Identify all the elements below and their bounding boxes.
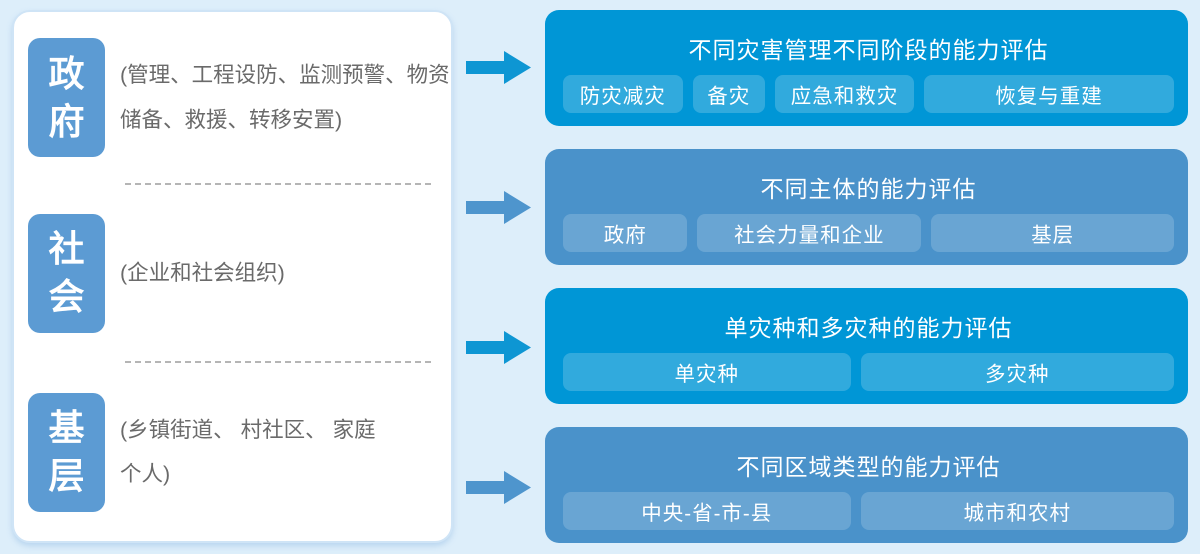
item-central-province-city-county: 中央-省-市-县 <box>563 492 851 530</box>
box-disaster-stage-assessment: 不同灾害管理不同阶段的能力评估 防灾减灾 备灾 应急和救灾 恢复与重建 <box>545 10 1188 126</box>
item-recovery-reconstruction: 恢复与重建 <box>924 75 1174 113</box>
actor-tag-government: 政府 <box>28 38 105 157</box>
item-urban-rural: 城市和农村 <box>860 492 1174 530</box>
divider <box>125 183 431 185</box>
left-panel-card: 政府 (管理、工程设防、监测预警、物资 储备、救援、转移安置) 社会 (企业和社… <box>12 10 453 543</box>
box-actor-assessment: 不同主体的能力评估 政府 社会力量和企业 基层 <box>545 149 1188 265</box>
box-title: 不同区域类型的能力评估 <box>736 453 1001 480</box>
actor-tag-government-label: 政府 <box>48 52 85 142</box>
divider <box>125 361 431 363</box>
box-hazard-type-assessment: 单灾种和多灾种的能力评估 单灾种 多灾种 <box>545 288 1188 404</box>
box-title: 不同灾害管理不同阶段的能力评估 <box>688 36 1049 63</box>
box-title: 不同主体的能力评估 <box>760 175 977 202</box>
item-row: 政府 社会力量和企业 基层 <box>563 214 1174 252</box>
item-row: 防灾减灾 备灾 应急和救灾 恢复与重建 <box>563 75 1174 113</box>
actor-desc-grassroots: (乡镇街道、 村社区、 家庭 个人) <box>120 417 376 486</box>
assessment-boxes: 不同灾害管理不同阶段的能力评估 防灾减灾 备灾 应急和救灾 恢复与重建 不同主体… <box>545 10 1188 554</box>
actor-row-grassroots: 基层 (乡镇街道、 村社区、 家庭 个人) <box>14 363 451 541</box>
arrow-right-icon <box>466 51 531 84</box>
actor-desc-society: (企业和社会组织) <box>120 260 285 285</box>
actor-tag-society-label: 社会 <box>48 228 85 317</box>
box-region-type-assessment: 不同区域类型的能力评估 中央-省-市-县 城市和农村 <box>545 427 1188 543</box>
actor-desc-government: (管理、工程设防、监测预警、物资 储备、救援、转移安置) <box>120 63 450 132</box>
actor-row-society: 社会 (企业和社会组织) <box>14 185 451 361</box>
arrow-right-icon <box>466 471 531 504</box>
arrow-right-icon <box>466 331 531 364</box>
item-grassroots: 基层 <box>931 214 1174 252</box>
item-multi-hazard: 多灾种 <box>860 353 1174 391</box>
item-emergency-relief: 应急和救灾 <box>774 75 915 113</box>
item-row: 中央-省-市-县 城市和农村 <box>563 492 1174 530</box>
actor-tag-society: 社会 <box>28 213 105 333</box>
box-title: 单灾种和多灾种的能力评估 <box>724 314 1013 341</box>
item-social-forces-enterprises: 社会力量和企业 <box>697 214 922 252</box>
item-single-hazard: 单灾种 <box>563 353 851 391</box>
actor-row-government: 政府 (管理、工程设防、监测预警、物资 储备、救援、转移安置) <box>14 12 451 183</box>
item-preparedness: 备灾 <box>692 75 765 113</box>
actor-tag-grassroots-label: 基层 <box>48 407 85 496</box>
item-row: 单灾种 多灾种 <box>563 353 1174 391</box>
item-government: 政府 <box>563 214 688 252</box>
actor-tag-grassroots: 基层 <box>28 392 105 512</box>
arrow-right-icon <box>466 191 531 224</box>
item-prevention-mitigation: 防灾减灾 <box>563 75 683 113</box>
